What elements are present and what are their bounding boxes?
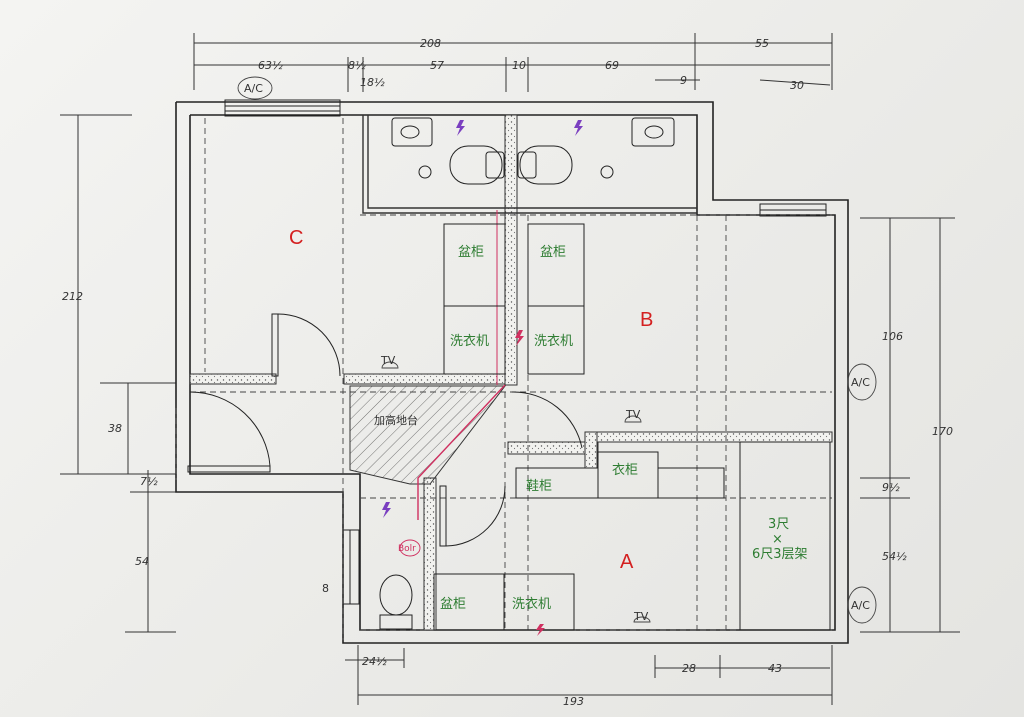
dim-top-seg-4: 57 [430, 59, 444, 72]
dim-bottom-left: 24½ [362, 655, 387, 668]
dim-left-gap: 7½ [140, 475, 158, 488]
power-marks [382, 120, 583, 636]
raised-platform-label: 加高地台 [374, 413, 418, 427]
dim-right-upper: 106 [882, 330, 903, 343]
dim-right-total: 170 [932, 425, 953, 438]
exterior-walls [175, 101, 849, 644]
bottom-dimensions [345, 645, 833, 705]
dim-top-seg-8: 30 [790, 79, 804, 92]
shoe-cabinet-label: 鞋柜 [526, 478, 552, 494]
dim-top-right: 55 [755, 37, 769, 50]
dim-bottom-mid: 28 [682, 662, 696, 675]
ac-right-lower-label: A/C [851, 599, 870, 612]
top-dimensions [193, 33, 833, 92]
cabinet-label-1: 盆柜 [458, 245, 484, 260]
room-label-c: C [289, 227, 303, 249]
left-dimensions [60, 114, 176, 633]
dim-top-seg-2: 8½ [348, 59, 366, 72]
pipe-line [417, 384, 506, 520]
dim-top-seg-3: 18½ [360, 76, 385, 89]
dim-top-seg-1: 63½ [258, 59, 283, 72]
raised-platform-area [349, 385, 507, 485]
dim-right-gap: 9½ [882, 481, 900, 494]
wardrobe-label: 衣柜 [612, 462, 638, 478]
shelf-note-3: 6尺3层架 [752, 547, 808, 562]
dim-top-seg-7: 9 [680, 74, 687, 87]
dim-bottom-right: 43 [768, 662, 782, 675]
room-label-b: B [640, 309, 653, 331]
ac-marks [237, 76, 877, 624]
ac-right-upper-label: A/C [851, 376, 870, 389]
boiler-label: Bolr [398, 544, 416, 554]
dim-top-total: 208 [420, 37, 441, 50]
bathroom-fixtures [379, 117, 675, 630]
dim-top-seg-5: 10 [512, 59, 526, 72]
dim-left-door: 38 [108, 422, 122, 435]
tv-label-1: TV [380, 354, 396, 367]
dim-right-lower: 54½ [882, 550, 907, 563]
left-mark-label: 8 [322, 582, 329, 595]
doors [187, 313, 583, 547]
washer-label-3: 洗衣机 [512, 596, 551, 612]
shelf-note-2: × [772, 532, 783, 547]
dim-left-total: 212 [62, 290, 83, 303]
room-label-a: A [620, 551, 634, 573]
right-dimensions [860, 217, 960, 633]
cabinet-label-3: 盆柜 [440, 597, 466, 612]
cabinet-label-2: 盆柜 [540, 245, 566, 260]
tv-label-3: TV [633, 610, 649, 623]
dim-top-seg-6: 69 [605, 59, 619, 72]
tv-label-2: TV [625, 408, 641, 421]
shelf-note-1: 3尺 [768, 517, 789, 532]
dim-left-lower: 54 [135, 555, 149, 568]
dim-bottom-total: 193 [563, 695, 584, 708]
furniture-boxes [433, 223, 831, 631]
windows [224, 99, 827, 605]
ac-top-label: A/C [244, 82, 263, 95]
bathroom-counter [362, 115, 697, 214]
washer-label-1: 洗衣机 [450, 333, 489, 349]
interior-walls [189, 114, 833, 631]
washer-label-2: 洗衣机 [534, 333, 573, 349]
